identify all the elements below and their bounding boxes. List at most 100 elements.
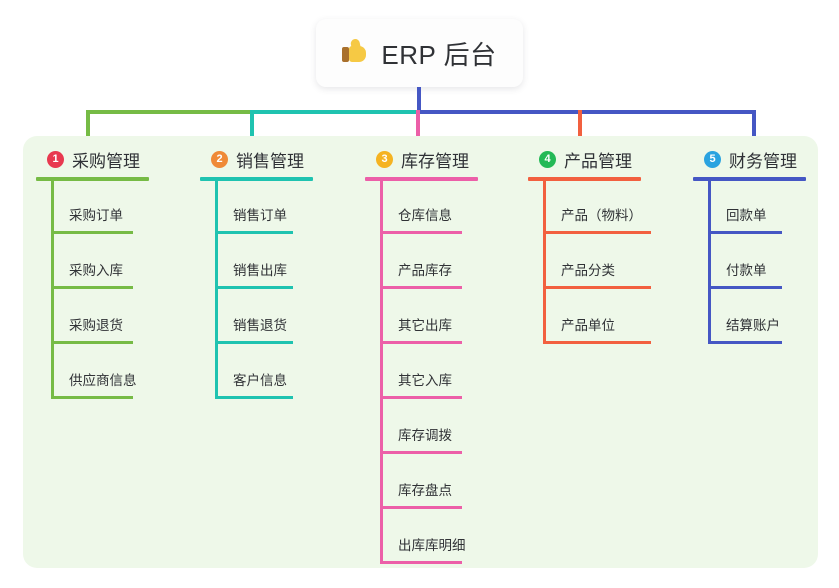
branch-child-label: 产品库存 [398,263,452,278]
branch-child-item[interactable]: 出库库明细 [380,536,466,564]
branch-child-item[interactable]: 付款单 [708,261,782,289]
branch-child-item[interactable]: 库存盘点 [380,481,462,509]
branch-number-badge: 1 [47,150,64,168]
branch-child-label: 产品单位 [561,318,615,333]
branch-child-item[interactable]: 采购退货 [51,316,133,344]
branch-child-label: 库存调拨 [398,428,452,443]
branch-child-underline [708,231,782,234]
branch-underline [528,177,641,181]
branch-child-item[interactable]: 产品单位 [543,316,651,344]
branch-child-item[interactable]: 销售订单 [215,206,293,234]
branch-child-item[interactable]: 客户信息 [215,371,293,399]
branch-child-underline [215,286,293,289]
branch-child-item[interactable]: 库存调拨 [380,426,462,454]
connector-drop-1 [86,110,90,140]
branch-child-label: 采购订单 [69,208,123,223]
branch-spine [215,181,218,398]
connector-drop-2 [250,110,254,140]
branch-child-underline [380,286,462,289]
branch-underline [200,177,313,181]
branch-underline [365,177,478,181]
branch-child-item[interactable]: 采购订单 [51,206,133,234]
branch-child-underline [543,341,651,344]
branch-child-label: 客户信息 [233,373,287,388]
branch-child-underline [51,341,133,344]
connector-bar-segment-1 [86,110,252,114]
connector-drop-4 [578,110,582,140]
branch-child-label: 供应商信息 [69,373,137,388]
branch-child-item[interactable]: 采购入库 [51,261,133,289]
branch-header-5[interactable]: 5 财务管理 [690,146,828,172]
branch-child-underline [708,286,782,289]
branch-title: 库存管理 [401,151,469,171]
branch-child-underline [380,506,462,509]
branch-spine [51,181,54,398]
branch-child-label: 结算账户 [726,318,780,333]
thumbs-up-icon [342,38,370,67]
branch-child-item[interactable]: 供应商信息 [51,371,137,399]
branch-child-underline [380,451,462,454]
root-node-title: ERP 后台 [381,39,497,70]
branch-column-3: 3 库存管理仓库信息产品库存其它出库其它入库库存调拨库存盘点出库库明细 [362,146,500,564]
connector-bar-segment-2 [250,110,420,114]
branch-underline [693,177,806,181]
connector-drop-3 [416,110,420,140]
branch-child-item[interactable]: 销售退货 [215,316,293,344]
connector-bar-segment-3 [418,110,756,114]
branch-child-underline [380,341,462,344]
branch-child-label: 销售订单 [233,208,287,223]
branch-title: 财务管理 [729,151,797,171]
root-stem-connector [417,87,421,111]
branch-child-label: 产品分类 [561,263,615,278]
branch-child-label: 产品（物料） [561,208,642,223]
branch-child-label: 付款单 [726,263,767,278]
branch-child-label: 回款单 [726,208,767,223]
branch-child-label: 出库库明细 [398,538,466,553]
root-node-card[interactable]: ERP 后台 [316,19,523,87]
branch-number-badge: 4 [539,150,556,168]
branch-child-item[interactable]: 销售出库 [215,261,293,289]
branch-child-item[interactable]: 其它入库 [380,371,462,399]
branch-title: 销售管理 [236,151,304,171]
branch-child-label: 采购退货 [69,318,123,333]
branch-child-item[interactable]: 结算账户 [708,316,782,344]
branch-child-label: 销售退货 [233,318,287,333]
branch-child-underline [708,341,782,344]
branch-child-label: 采购入库 [69,263,123,278]
branch-number-badge: 3 [376,150,393,168]
branch-child-underline [51,396,133,399]
branch-number-badge: 5 [704,150,721,168]
branch-child-underline [543,231,651,234]
branch-child-underline [380,231,462,234]
branch-child-item[interactable]: 产品库存 [380,261,462,289]
branch-header-3[interactable]: 3 库存管理 [362,146,500,172]
branch-child-item[interactable]: 仓库信息 [380,206,462,234]
connector-drop-5 [752,110,756,140]
branch-child-item[interactable]: 其它出库 [380,316,462,344]
branch-child-underline [380,396,462,399]
branch-child-label: 库存盘点 [398,483,452,498]
branch-child-label: 仓库信息 [398,208,452,223]
branch-column-5: 5 财务管理回款单付款单结算账户 [690,146,828,344]
branch-child-label: 销售出库 [233,263,287,278]
branch-child-label: 其它出库 [398,318,452,333]
branch-child-underline [215,341,293,344]
branch-child-underline [215,231,293,234]
branch-spine [380,181,383,563]
branch-child-underline [380,561,462,564]
branches-panel [23,136,818,568]
branch-child-item[interactable]: 回款单 [708,206,782,234]
branch-child-item[interactable]: 产品（物料） [543,206,651,234]
branch-spine [543,181,546,343]
branch-underline [36,177,149,181]
branch-child-label: 其它入库 [398,373,452,388]
branch-child-item[interactable]: 产品分类 [543,261,651,289]
branch-child-underline [51,286,133,289]
